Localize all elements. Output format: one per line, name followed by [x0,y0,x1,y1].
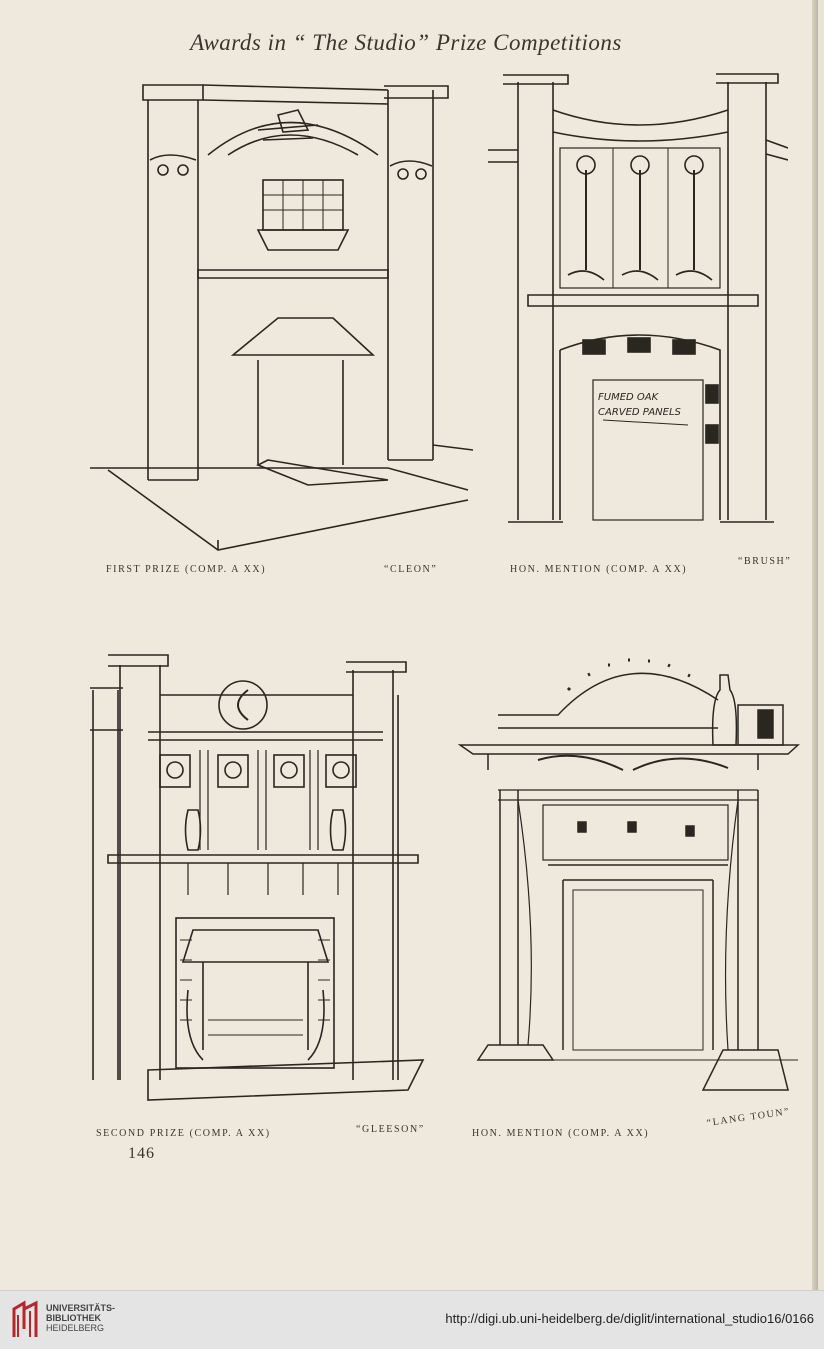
library-logo-icon [10,1299,40,1344]
plate-second-prize-drawing [88,650,433,1105]
caption-second-prize: SECOND PRIZE (COMP. A XX) [96,1128,271,1139]
caption-hon-mention-lang-toun: HON. MENTION (COMP. A XX) [472,1128,650,1139]
running-title: Awards in “ The Studio” Prize Competitio… [190,30,622,55]
caption-cleon: “CLEON” [384,564,438,575]
caption-first-prize: FIRST PRIZE (COMP. A XX) [106,564,267,575]
plate-hon-mention-lang-toun-drawing [458,650,803,1100]
caption-lang-toun: “LANG TOUN” [706,1106,791,1129]
caption-gleeson: “GLEESON” [356,1124,425,1135]
annotation-carved-panels: CARVED PANELS [598,407,681,418]
scanned-page: Awards in “ The Studio” Prize Competitio… [88,0,818,1290]
page-number: 146 [128,1145,155,1162]
source-url-link[interactable]: http://digi.ub.uni-heidelberg.de/diglit/… [445,1311,814,1326]
library-line-1: UNIVERSITÄTS- [46,1303,116,1313]
page-edge [812,0,818,1290]
library-name: UNIVERSITÄTS- BIBLIOTHEK HEIDELBERG [46,1303,115,1333]
caption-brush: “BRUSH” [738,556,792,567]
annotation-fumed-oak: FUMED OAK [598,392,659,403]
library-line-2: BIBLIOTHEK [46,1313,101,1323]
library-line-3: HEIDELBERG [46,1323,105,1333]
plate-first-prize-drawing [88,70,478,555]
viewer-footer: UNIVERSITÄTS- BIBLIOTHEK HEIDELBERG http… [0,1290,824,1349]
caption-hon-mention-brush: HON. MENTION (COMP. A XX) [510,564,688,575]
plate-hon-mention-brush-drawing [488,70,788,530]
